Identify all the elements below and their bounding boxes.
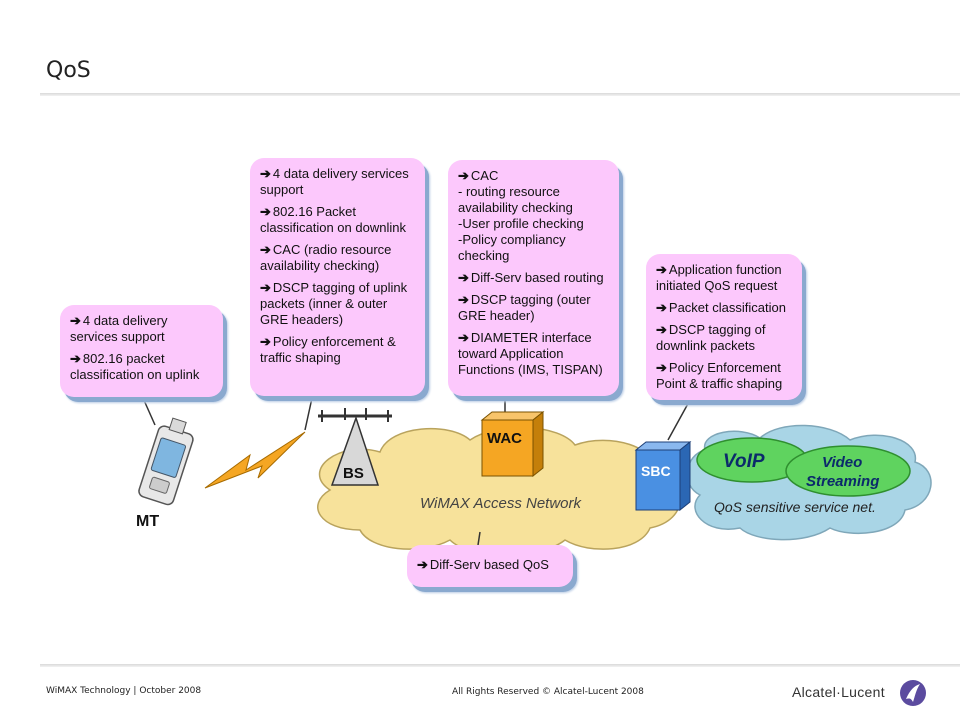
bs-tower-icon	[318, 408, 392, 486]
mt-callout-line	[142, 397, 156, 426]
bs-item-1: ➔4 data delivery services support	[260, 166, 409, 197]
video-label-2: Streaming	[806, 473, 879, 490]
sbc-node: SBC	[634, 440, 692, 512]
wac-cac-line-3: -Policy compliancy checking	[458, 232, 566, 263]
footer-left: WiMAX Technology | October 2008	[46, 686, 202, 696]
mt-callout: ➔4 data delivery services support ➔802.1…	[60, 305, 223, 397]
sbc-callout-line	[667, 399, 691, 441]
mt-label: MT	[136, 513, 159, 530]
mt-item-2: ➔802.16 packet classification on uplink	[70, 351, 200, 382]
bs-item-5: ➔Policy enforcement & traffic shaping	[260, 334, 396, 365]
bs-label: BS	[343, 465, 364, 482]
mt-item-1: ➔4 data delivery services support	[70, 313, 168, 344]
sbc-item-4: ➔Policy Enforcement Point & traffic shap…	[656, 360, 783, 391]
video-label-1: Video	[822, 454, 862, 471]
logo-icon	[900, 680, 926, 706]
bs-item-4: ➔DSCP tagging of uplink packets (inner &…	[260, 280, 408, 327]
sbc-callout: ➔Application function initiated QoS requ…	[646, 254, 802, 400]
logo-text: Alcatel·Lucent	[792, 684, 885, 700]
slide-title: QoS	[46, 58, 91, 83]
mt-phone-icon	[138, 417, 194, 506]
network-item-1: ➔Diff-Serv based QoS	[417, 557, 549, 572]
access-network-label: WiMAX Access Network	[420, 495, 583, 512]
wac-item-2: ➔DSCP tagging (outer GRE header)	[458, 292, 591, 323]
footer-center: All Rights Reserved © Alcatel-Lucent 200…	[452, 687, 644, 697]
wac-cac-line-2: -User profile checking	[458, 216, 584, 231]
wac-node: WAC	[480, 410, 545, 478]
network-callout: ➔Diff-Serv based QoS	[407, 545, 573, 587]
wac-cac-line-1: - routing resource availability checking	[458, 184, 573, 215]
bs-item-3: ➔CAC (radio resource availability checki…	[260, 242, 392, 273]
wac-callout: ➔CAC - routing resource availability che…	[448, 160, 619, 396]
sbc-item-3: ➔DSCP tagging of downlink packets	[656, 322, 766, 353]
lightning-icon	[204, 431, 306, 489]
wac-item-3: ➔DIAMETER interface toward Application F…	[458, 330, 603, 377]
footer-rule	[40, 664, 960, 667]
sbc-label: SBC	[641, 463, 671, 479]
qos-service-cloud: VoIP Video Streaming QoS sensitive servi…	[686, 424, 932, 541]
wac-item-1: ➔Diff-Serv based routing	[458, 270, 604, 285]
bs-callout-line	[304, 397, 313, 431]
wac-label: WAC	[487, 430, 522, 447]
title-rule	[40, 93, 960, 96]
bs-item-2: ➔802.16 Packet classification on downlin…	[260, 204, 406, 235]
wac-cac-title: ➔CAC	[458, 168, 499, 183]
bs-callout: ➔4 data delivery services support ➔802.1…	[250, 158, 425, 396]
network-callout-line	[477, 531, 481, 546]
sbc-item-1: ➔Application function initiated QoS requ…	[656, 262, 782, 293]
video-ellipse	[785, 445, 911, 497]
company-logo: Alcatel·Lucent	[792, 678, 932, 708]
sbc-item-2: ➔Packet classification	[656, 300, 786, 315]
voip-label: VoIP	[723, 451, 765, 472]
qos-net-label: QoS sensitive service net.	[714, 499, 876, 515]
